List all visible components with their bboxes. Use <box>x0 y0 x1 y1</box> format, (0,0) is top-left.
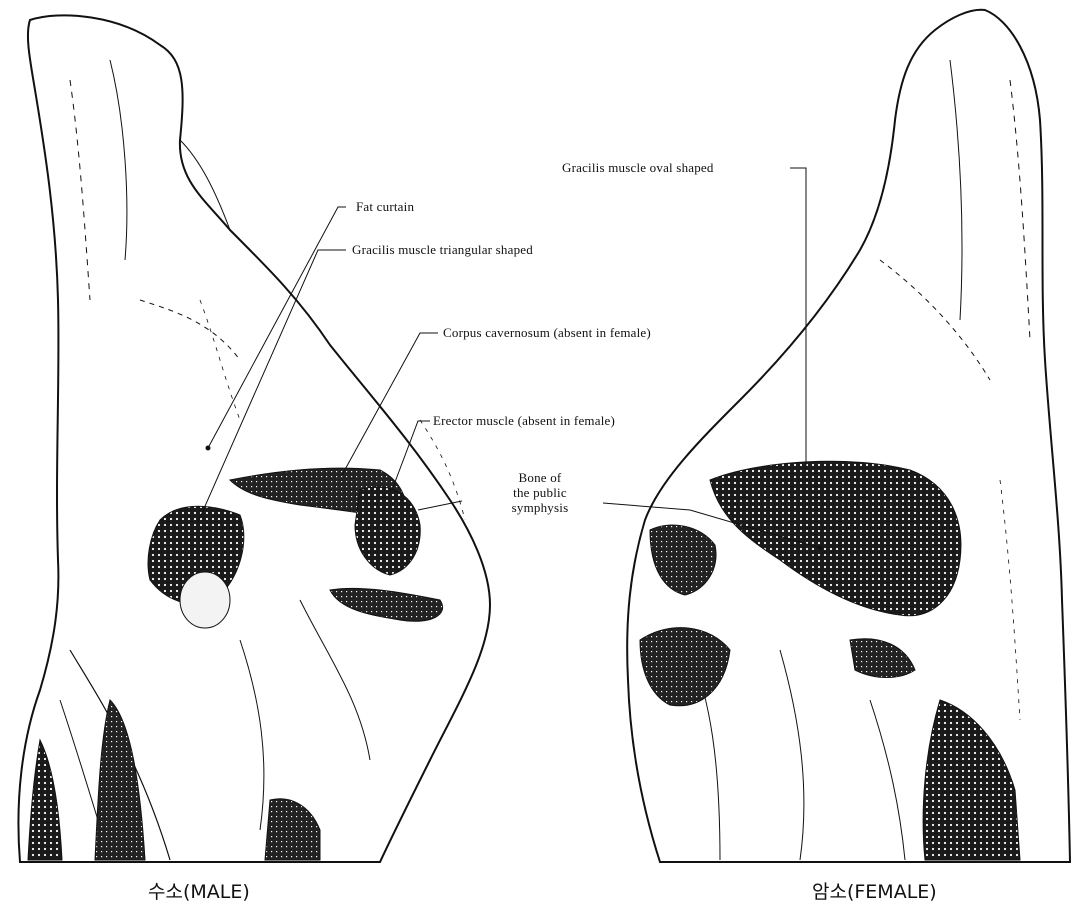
caption-female: 암소(FEMALE) <box>812 877 937 904</box>
male-muscle-masses <box>28 468 443 860</box>
label-gracilis-triangular: Gracilis muscle triangular shaped <box>352 242 533 258</box>
female-muscle-masses <box>640 461 1020 860</box>
label-gracilis-oval: Gracilis muscle oval shaped <box>562 160 714 176</box>
label-bone-line1: Bone of <box>490 470 590 485</box>
label-erector-muscle: Erector muscle (absent in female) <box>433 413 615 429</box>
female-carcass <box>627 10 1070 862</box>
label-bone-line2: the public <box>490 485 590 500</box>
caption-male: 수소(MALE) <box>148 877 250 904</box>
label-bone-line3: symphysis <box>490 500 590 515</box>
label-bone-public-symphysis: Bone of the public symphysis <box>490 470 590 515</box>
label-corpus-cavernosum: Corpus cavernosum (absent in female) <box>443 325 651 341</box>
label-fat-curtain: Fat curtain <box>356 199 414 215</box>
male-carcass <box>18 15 490 862</box>
